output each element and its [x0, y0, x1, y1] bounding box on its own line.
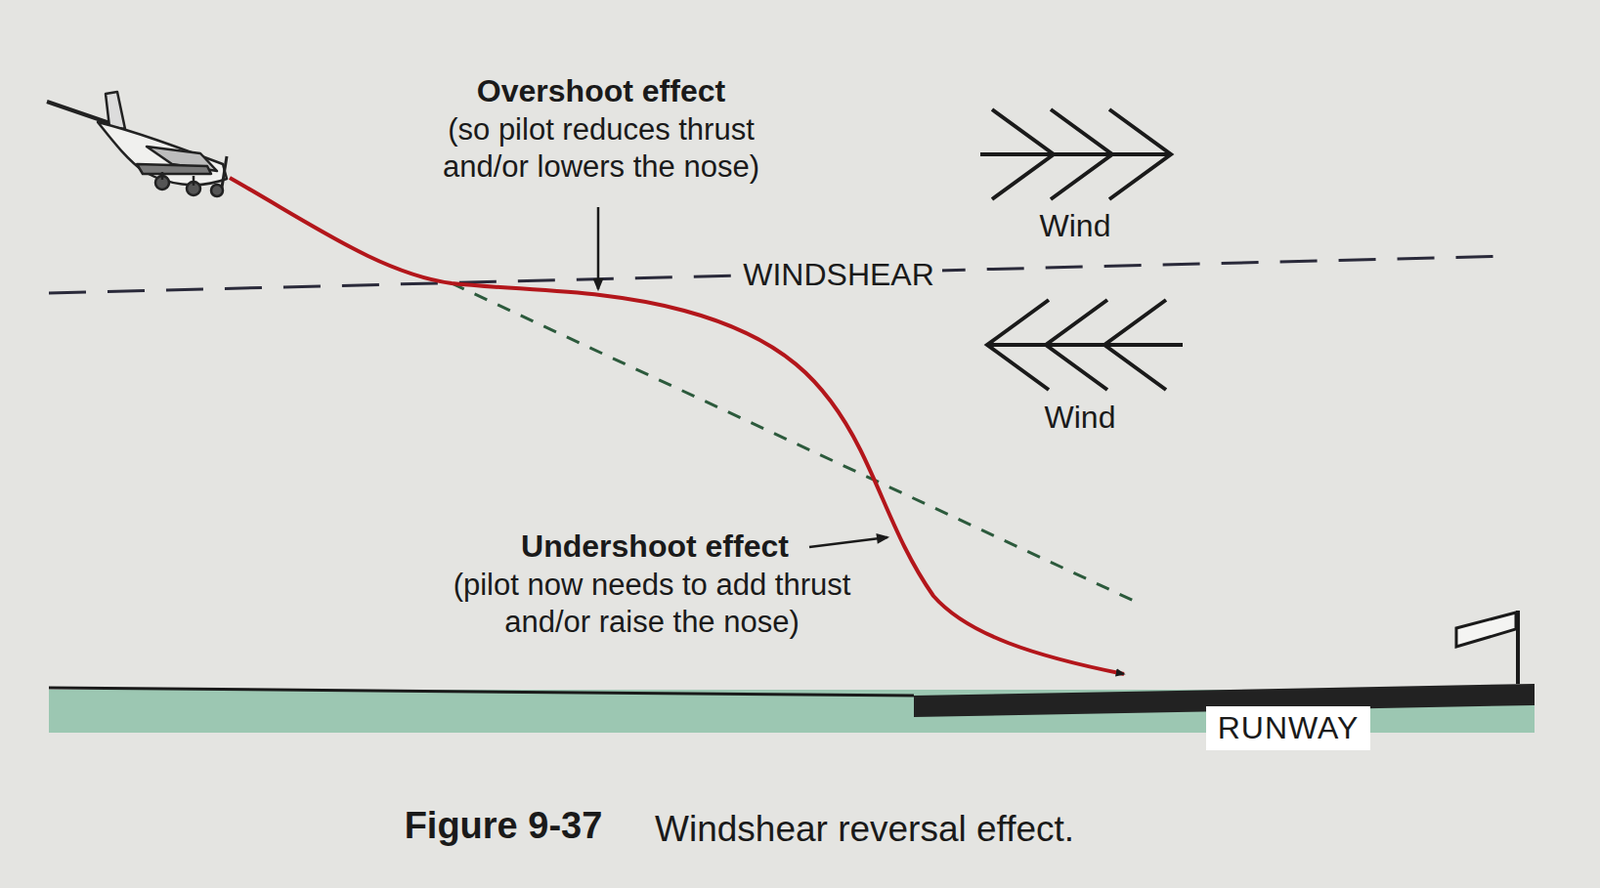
runway-label: RUNWAY	[1217, 710, 1360, 747]
wind-label: Wind	[1011, 398, 1149, 437]
wind-label: Wind	[1006, 207, 1144, 246]
wind-arrow	[980, 109, 1171, 200]
callout-heading: Undershoot effect	[449, 527, 861, 566]
figure-caption: Windshear reversal effect.	[654, 807, 1075, 852]
runway-label-box: RUNWAY	[1206, 706, 1372, 751]
ground-line	[48, 688, 914, 696]
wind-arrow	[987, 300, 1183, 390]
windsock	[1456, 610, 1518, 685]
callout-heading: Overshoot effect	[395, 72, 807, 111]
callout-note: (so pilot reduces thrust and/or lowers t…	[410, 111, 792, 186]
windshear-label: WINDSHEAR	[735, 256, 943, 295]
flight-path	[229, 177, 1125, 675]
leader-line	[809, 537, 888, 548]
figure-number: Figure 9-37	[376, 803, 631, 849]
airplane	[46, 91, 227, 197]
leader-line	[597, 207, 601, 290]
callout-note: (pilot now needs to add thrust and/or ra…	[436, 566, 867, 642]
